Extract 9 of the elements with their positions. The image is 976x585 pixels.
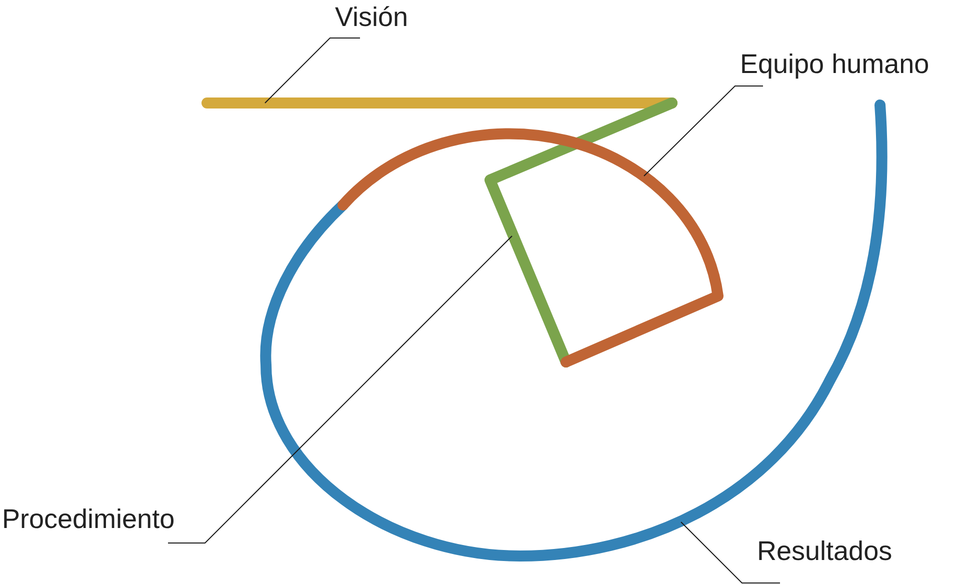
label-text: Equipo humano [740, 48, 930, 80]
label-text: Resultados [757, 535, 892, 567]
label-text: Visión [335, 1, 408, 33]
leader-line [644, 86, 764, 176]
leader-line [264, 38, 360, 104]
line-stroke [202, 98, 678, 108]
leader-line [680, 522, 780, 584]
leader-line [168, 236, 512, 544]
label-text: Procedimiento [2, 503, 175, 535]
